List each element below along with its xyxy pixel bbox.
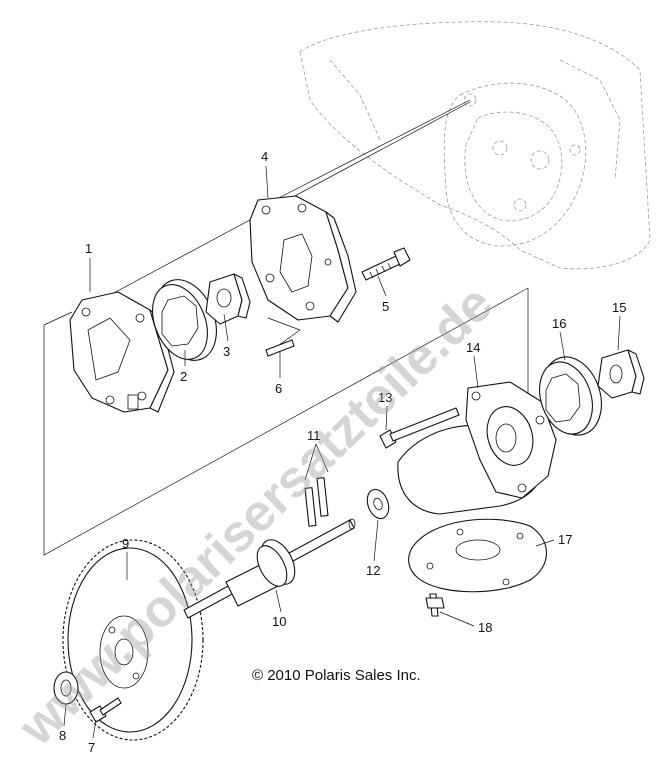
callout-16: 16 <box>552 316 566 331</box>
part-9-drive-gear <box>62 539 204 741</box>
part-17-cover-plate <box>408 518 547 593</box>
copyright-notice: © 2010 Polaris Sales Inc. <box>252 667 421 684</box>
part-15-inner-rotor <box>597 349 645 399</box>
part-2-outer-rotor <box>152 279 217 361</box>
part-10-drive-shaft <box>183 518 356 619</box>
callout-17: 17 <box>558 532 572 547</box>
engine-case-outline <box>299 21 651 270</box>
part-5-screw <box>361 247 411 281</box>
callout-labels: 1 2 3 4 5 6 7 8 9 10 11 12 13 14 15 16 1… <box>59 149 626 755</box>
part-12-thrust-washer <box>366 488 390 520</box>
part-14-pump-housing <box>397 381 557 515</box>
part-4-pump-body <box>249 195 357 323</box>
callout-6: 6 <box>275 381 282 396</box>
callout-8: 8 <box>59 728 66 743</box>
callout-4: 4 <box>261 149 268 164</box>
part-11-pins <box>304 477 329 527</box>
part-7-bolt <box>89 697 122 723</box>
callout-9: 9 <box>122 536 129 551</box>
part-6-pin <box>265 339 295 357</box>
callout-3: 3 <box>223 344 230 359</box>
callout-15: 15 <box>612 300 626 315</box>
callout-11: 11 <box>307 428 321 443</box>
part-13-bolt <box>379 407 460 449</box>
callout-12: 12 <box>366 563 380 578</box>
callout-1: 1 <box>85 241 92 256</box>
part-3-inner-rotor <box>205 273 251 325</box>
callout-13: 13 <box>378 390 392 405</box>
callout-5: 5 <box>382 299 389 314</box>
assembly-lines <box>43 99 529 556</box>
part-16-outer-rotor <box>539 356 602 436</box>
leader-lines <box>63 165 621 739</box>
callout-18: 18 <box>478 620 492 635</box>
callout-14: 14 <box>466 340 480 355</box>
callout-10: 10 <box>272 614 286 629</box>
callout-7: 7 <box>88 740 95 755</box>
callout-2: 2 <box>180 369 187 384</box>
part-18-bolt <box>425 593 445 617</box>
